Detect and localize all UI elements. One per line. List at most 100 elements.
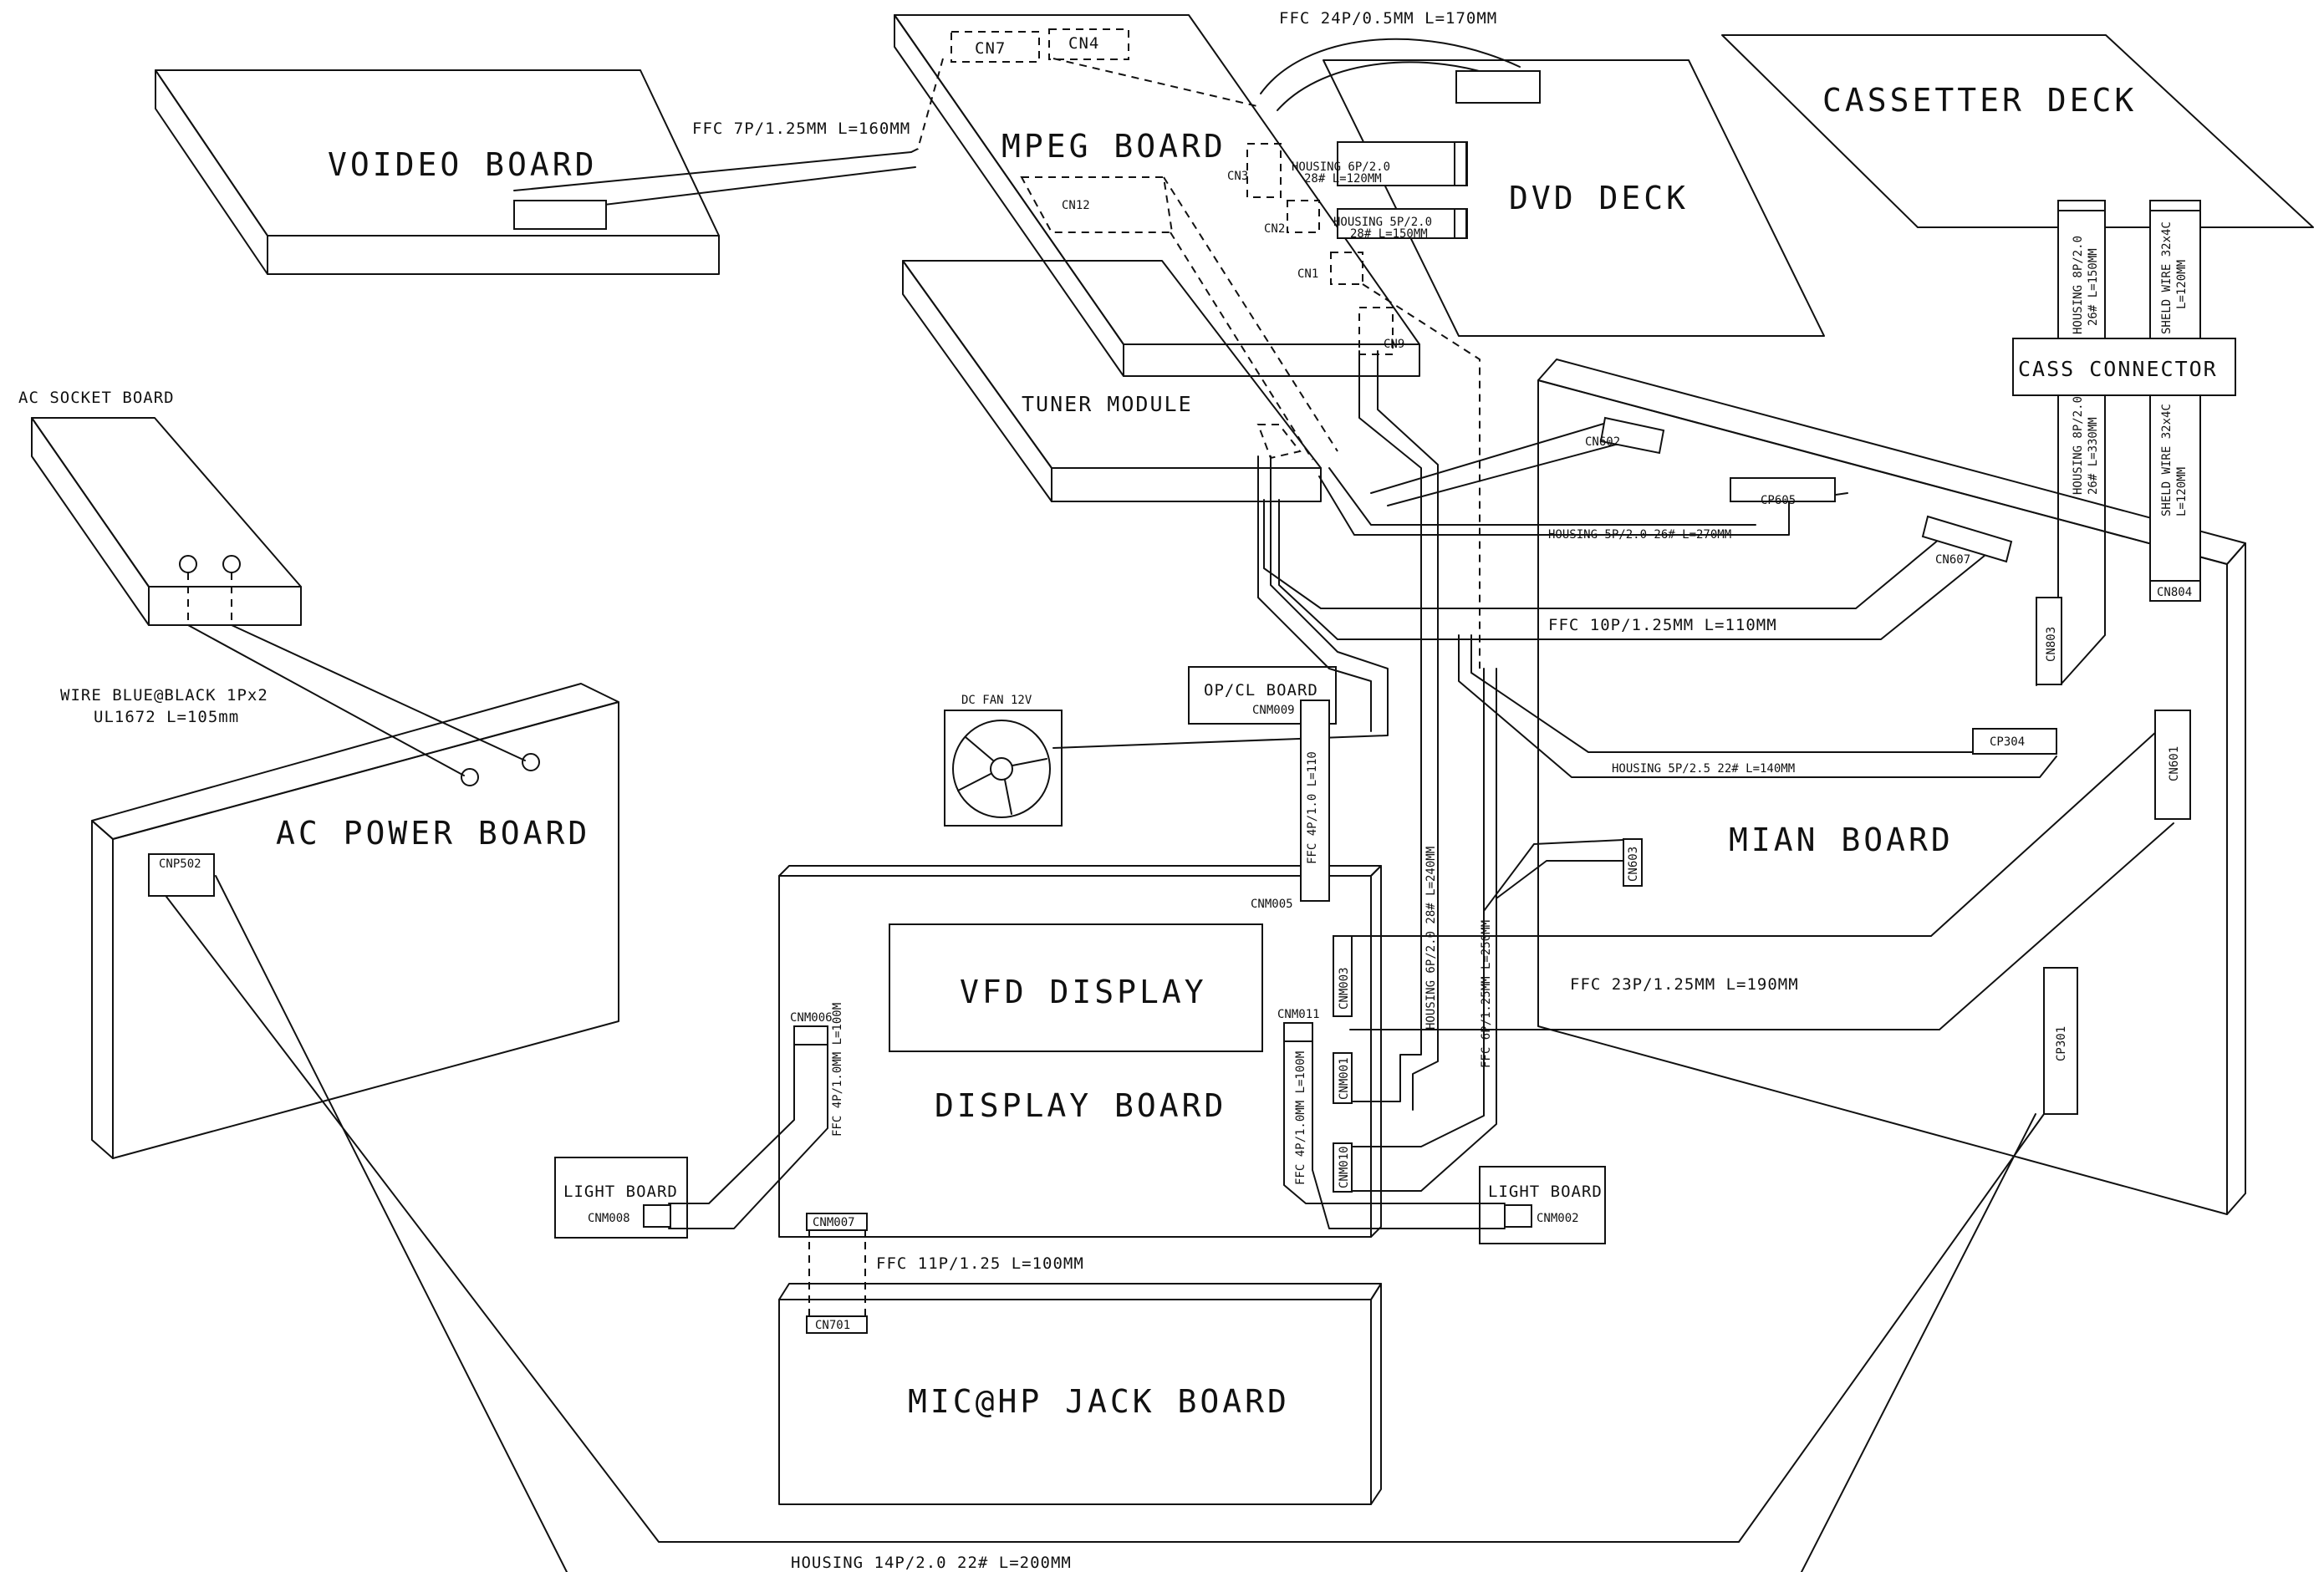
cass-connector-label: CASS CONNECTOR xyxy=(2018,357,2218,381)
tuner-module-outline xyxy=(902,260,1322,502)
mpeg-dashed-connectors xyxy=(950,28,1394,460)
video-board-outline xyxy=(155,69,720,275)
housing5-140-label: HOUSING 5P/2.5 22# L=140MM xyxy=(1612,762,1795,776)
vfd-label: VFD DISPLAY xyxy=(960,974,1207,1010)
cass-upper-8p-label-2: 26# L=150MM xyxy=(2087,248,2100,326)
housing14-label: HOUSING 14P/2.0 22# L=200MM xyxy=(791,1554,1072,1572)
cn9-label: CN9 xyxy=(1384,338,1404,351)
cn7-label: CN7 xyxy=(975,39,1006,58)
dc-fan-label: DC FAN 12V xyxy=(961,694,1032,707)
light-board-right-label: LIGHT BOARD xyxy=(1488,1183,1603,1201)
mpeg-board-outline xyxy=(894,14,1420,377)
video-board-label: VOIDEO BOARD xyxy=(328,146,598,183)
cp301-label: CP301 xyxy=(2055,1026,2068,1061)
cnp502-label: CNP502 xyxy=(159,857,201,871)
cnm010-label: CNM010 xyxy=(1338,1146,1351,1188)
tuner-module-label: TUNER MODULE xyxy=(1022,392,1193,416)
ac-socket-label: AC SOCKET BOARD xyxy=(18,389,175,407)
cn701-label: CN701 xyxy=(815,1319,850,1332)
cable-housing14 xyxy=(148,853,2045,1572)
ac-power-label: AC POWER BOARD xyxy=(276,815,590,852)
cp304-label: CP304 xyxy=(1990,735,2025,749)
cable-housing5-stub xyxy=(1337,208,1468,239)
ffc4-110-label: FFC 4P/1.0 L=110 xyxy=(1306,751,1319,864)
housing5-label-2: 28# L=150MM xyxy=(1350,227,1428,241)
cass-lower-shield-label-1: SHELD WIRE 32x4C xyxy=(2160,404,2174,516)
cable-ffc10 xyxy=(1263,499,2013,640)
cnm008-label: CNM008 xyxy=(588,1212,630,1225)
wire-blue-label-2: UL1672 L=105mm xyxy=(94,708,239,726)
mpeg-board-label: MPEG BOARD xyxy=(1001,128,1226,165)
cnm001-label: CNM001 xyxy=(1338,1057,1351,1100)
cable-housing5-140 xyxy=(1458,634,2057,778)
ffc11-label: FFC 11P/1.25 L=100MM xyxy=(876,1254,1084,1273)
dvd-deck-label: DVD DECK xyxy=(1509,180,1689,216)
cable-bundle-mpeg xyxy=(1052,176,1481,749)
cable-ffc23 xyxy=(1349,710,2191,1030)
cable-housing6-240 xyxy=(1345,501,1439,1111)
cable-ffc7 xyxy=(513,58,944,230)
ffc10-label: FFC 10P/1.25MM L=110MM xyxy=(1548,616,1777,634)
cn803-label: CN803 xyxy=(2045,627,2058,662)
cable-ffc6-250 xyxy=(1349,668,1643,1192)
display-board-label: DISPLAY BOARD xyxy=(935,1087,1226,1124)
display-board-outline xyxy=(778,865,1382,1238)
cn602-label: CN602 xyxy=(1585,435,1620,449)
vfd-display-outline xyxy=(889,923,1263,1052)
cable-housing6-stub xyxy=(1337,141,1468,186)
dvd-deck-outline xyxy=(1323,59,1825,337)
cass-lower-8p-label-2: 26# L=330MM xyxy=(2087,417,2100,495)
cnm007-label: CNM007 xyxy=(813,1216,855,1229)
main-board-label: MIAN BOARD xyxy=(1729,822,1954,858)
cass-upper-8p-label-1: HOUSING 8P/2.0 xyxy=(2072,236,2085,334)
cnm011-label: CNM011 xyxy=(1277,1008,1320,1021)
ffc4-100-left-label: FFC 4P/1.0MM L=100M xyxy=(831,1003,844,1137)
cable-ffc4-right xyxy=(1283,1022,1532,1229)
cable-housing5-270 xyxy=(1318,467,1848,536)
cnm002-label: CNM002 xyxy=(1537,1212,1579,1225)
dc-fan-outline xyxy=(944,710,1063,827)
cable-ffc24 xyxy=(1052,38,1541,111)
mic-hp-board-outline xyxy=(778,1283,1382,1505)
ffc6-250-label: FFC 6P/1.25MM L=250MM xyxy=(1480,920,1493,1068)
mic-hp-label: MIC@HP JACK BOARD xyxy=(908,1383,1290,1420)
cp605-label: CP605 xyxy=(1761,494,1796,507)
cassette-deck-label: CASSETTER DECK xyxy=(1822,82,2137,119)
cn2-label: CN2 xyxy=(1264,222,1285,236)
housing6-label-2: 28# L=120MM xyxy=(1304,172,1382,186)
light-board-left-label: LIGHT BOARD xyxy=(563,1183,678,1201)
housing6-240-label: HOUSING 6P/2.0 28# L=240MM xyxy=(1424,847,1438,1030)
ffc4-100-right-label: FFC 4P/1.0MM L=100M xyxy=(1294,1051,1307,1185)
cnm006-label: CNM006 xyxy=(790,1011,833,1025)
cn4-label: CN4 xyxy=(1068,34,1099,53)
cn12-label: CN12 xyxy=(1062,199,1090,212)
cable-ffc4-left xyxy=(643,1025,828,1229)
cn607-label: CN607 xyxy=(1935,553,1970,567)
cable-ffc11 xyxy=(806,1229,868,1334)
cable-cn602 xyxy=(1370,416,1665,506)
light-board-right-outline xyxy=(1479,1166,1606,1244)
cable-ffc4-110 xyxy=(1300,700,1330,902)
cass-upper-shield-label-2: L=120MM xyxy=(2175,260,2189,309)
cass-lower-shield-label-2: L=120MM xyxy=(2175,467,2189,516)
cable-cassette xyxy=(2036,200,2201,686)
ffc24-label: FFC 24P/0.5MM L=170MM xyxy=(1279,9,1497,28)
cn603-label: CN603 xyxy=(1627,847,1640,882)
display-connector-slots xyxy=(806,935,1353,1231)
housing5-label-1: HOUSING 5P/2.0 xyxy=(1333,216,1432,229)
ffc7-label: FFC 7P/1.25MM L=160MM xyxy=(692,120,910,138)
cnm009-label: CNM009 xyxy=(1252,704,1295,717)
housing5-270-label: HOUSING 5P/2.0 26# L=270MM xyxy=(1548,528,1731,542)
cable-wire-blue xyxy=(187,572,526,776)
cass-lower-8p-label-1: HOUSING 8P/2.0 xyxy=(2072,396,2085,495)
housing6-label-1: HOUSING 6P/2.0 xyxy=(1292,160,1390,174)
cn804-label: CN804 xyxy=(2157,586,2192,599)
cnm003-label: CNM003 xyxy=(1338,967,1351,1010)
cable-cp301 xyxy=(1801,967,2078,1572)
opcl-label: OP/CL BOARD xyxy=(1204,681,1318,700)
ffc23-label: FFC 23P/1.25MM L=190MM xyxy=(1570,975,1799,994)
cass-connector-outline xyxy=(2012,338,2236,396)
cassette-deck-outline xyxy=(1721,34,2314,228)
cn1-label: CN1 xyxy=(1297,267,1318,281)
